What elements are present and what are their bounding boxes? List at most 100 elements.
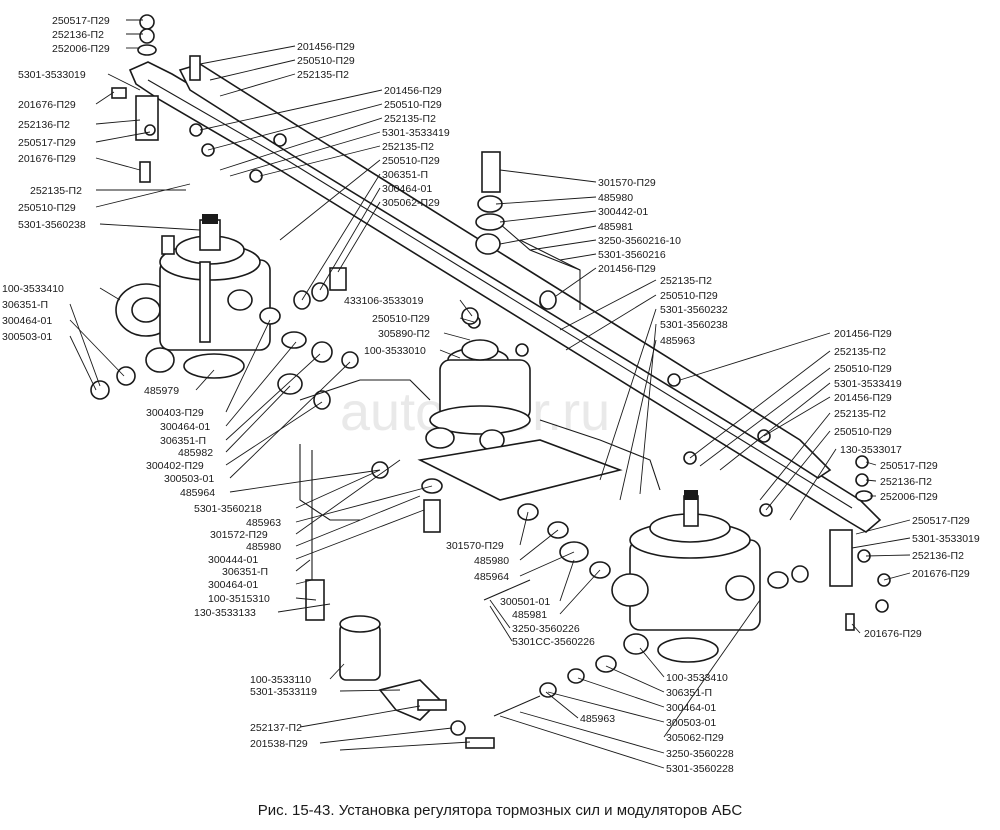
label-300503-01-c: 300503-01 bbox=[666, 717, 716, 729]
label-485980-c: 485980 bbox=[474, 555, 509, 567]
label-201456-p29-c: 201456-П29 bbox=[598, 263, 656, 275]
label-201456-p29-d: 201456-П29 bbox=[834, 328, 892, 340]
label-250510-p29-b: 250510-П29 bbox=[297, 55, 355, 67]
center-brake-regulator bbox=[417, 339, 623, 501]
label-252135-p2-d: 252135-П2 bbox=[382, 141, 434, 153]
label-300503-01-b: 300503-01 bbox=[164, 473, 214, 485]
label-250510-p29-f: 250510-П29 bbox=[660, 290, 718, 302]
label-485981: 485981 bbox=[598, 221, 633, 233]
label-300442-01: 300442-01 bbox=[598, 206, 648, 218]
label-201676-p29-d: 201676-П29 bbox=[864, 628, 922, 640]
label-300402-p29: 300402-П29 bbox=[146, 460, 204, 472]
label-250510-p29-e: 250510-П29 bbox=[372, 313, 430, 325]
part-labels: 250517-П29 252136-П2 252006-П29 5301-353… bbox=[2, 15, 980, 775]
label-252136-p2: 252136-П2 bbox=[52, 29, 104, 41]
label-305062-p29-b: 305062-П29 bbox=[666, 732, 724, 744]
label-5301-3560228: 5301-3560228 bbox=[666, 763, 734, 775]
label-100-3515310: 100-3515310 bbox=[208, 593, 270, 605]
label-250517-p29-c: 250517-П29 bbox=[880, 460, 938, 472]
label-250517-p29-d: 250517-П29 bbox=[912, 515, 970, 527]
label-252135-p2-g: 252135-П2 bbox=[834, 408, 886, 420]
label-201676-p29: 201676-П29 bbox=[18, 99, 76, 111]
label-305890-p2: 305890-П2 bbox=[378, 328, 430, 340]
label-433106-3533019: 433106-3533019 bbox=[344, 295, 424, 307]
label-250510-p29-h: 250510-П29 bbox=[834, 426, 892, 438]
label-250517-p29: 250517-П29 bbox=[52, 15, 110, 27]
frame-crossmember-upper bbox=[178, 63, 832, 479]
left-fittings bbox=[90, 267, 359, 410]
label-130-3533017: 130-3533017 bbox=[840, 444, 902, 456]
load-sensor-lever bbox=[305, 461, 495, 749]
label-250510-p29-d: 250510-П29 bbox=[382, 155, 440, 167]
label-201456-p29-b: 201456-П29 bbox=[384, 85, 442, 97]
label-252135-p2-b: 252135-П2 bbox=[297, 69, 349, 81]
right-abs-modulator bbox=[611, 490, 761, 663]
label-201538-p29: 201538-П29 bbox=[250, 738, 308, 750]
right-end-bracket bbox=[829, 455, 891, 631]
label-5301-3533019-b: 5301-3533019 bbox=[912, 533, 980, 545]
label-5301-3560238-b: 5301-3560238 bbox=[660, 319, 728, 331]
label-306351-p-d: 306351-П bbox=[222, 566, 268, 578]
label-5301-3533119: 5301-3533119 bbox=[250, 686, 317, 698]
label-300501-01: 300501-01 bbox=[500, 596, 550, 608]
label-485979: 485979 bbox=[144, 385, 179, 397]
label-130-3533133: 130-3533133 bbox=[194, 607, 256, 619]
label-5301-3533419-b: 5301-3533419 bbox=[834, 378, 902, 390]
label-5301-3560216: 5301-3560216 bbox=[598, 249, 666, 261]
label-250510-p29-g: 250510-П29 bbox=[834, 363, 892, 375]
label-300464-01: 300464-01 bbox=[382, 183, 432, 195]
label-252135-p2-e: 252135-П2 bbox=[660, 275, 712, 287]
leader-lines bbox=[69, 19, 911, 769]
label-250517-p29-b: 250517-П29 bbox=[18, 137, 76, 149]
label-252135-p2: 252135-П2 bbox=[30, 185, 82, 197]
label-300464-01-c: 300464-01 bbox=[160, 421, 210, 433]
label-5301-3533419: 5301-3533419 bbox=[382, 127, 450, 139]
label-3250-3560228: 3250-3560228 bbox=[666, 748, 734, 760]
figure-caption: Рис. 15-43. Установка регулятора тормозн… bbox=[258, 802, 743, 819]
label-485963-b: 485963 bbox=[246, 517, 281, 529]
label-5301cc-3560226: 5301СС-3560226 bbox=[512, 636, 595, 648]
label-201456-p29-e: 201456-П29 bbox=[834, 392, 892, 404]
label-250510-p29: 250510-П29 bbox=[18, 202, 76, 214]
label-300464-01-d: 300464-01 bbox=[208, 579, 258, 591]
label-3250-3560226: 3250-3560226 bbox=[512, 623, 580, 635]
label-252137-p2: 252137-П2 bbox=[250, 722, 302, 734]
label-301570-p29: 301570-П29 bbox=[598, 177, 656, 189]
label-485980: 485980 bbox=[598, 192, 633, 204]
label-252136-p2-b: 252136-П2 bbox=[18, 119, 70, 131]
label-252136-p2-c: 252136-П2 bbox=[880, 476, 932, 488]
label-5301-3560238: 5301-3560238 bbox=[18, 219, 86, 231]
label-100-3533110: 100-3533110 bbox=[250, 674, 311, 686]
label-300464-01-e: 300464-01 bbox=[666, 702, 716, 714]
label-485982: 485982 bbox=[178, 447, 213, 459]
label-305062-p29: 305062-П29 bbox=[382, 197, 440, 209]
label-100-3533410: 100-3533410 bbox=[2, 283, 64, 295]
label-300444-01: 300444-01 bbox=[208, 554, 258, 566]
label-252006-p29: 252006-П29 bbox=[52, 43, 110, 55]
label-252135-p2-f: 252135-П2 bbox=[834, 346, 886, 358]
label-201676-p29-b: 201676-П29 bbox=[18, 153, 76, 165]
label-5301-3533019: 5301-3533019 bbox=[18, 69, 86, 81]
label-306351-p-e: 306351-П bbox=[666, 687, 712, 699]
label-485980-b: 485980 bbox=[246, 541, 281, 553]
label-5301-3560218: 5301-3560218 bbox=[194, 503, 262, 515]
left-abs-modulator bbox=[115, 214, 271, 379]
label-252135-p2-c: 252135-П2 bbox=[384, 113, 436, 125]
label-201676-p29-c: 201676-П29 bbox=[912, 568, 970, 580]
label-252006-p29-b: 252006-П29 bbox=[880, 491, 938, 503]
label-252136-p2-d: 252136-П2 bbox=[912, 550, 964, 562]
label-3250-3560216-10: 3250-3560216-10 bbox=[598, 235, 681, 247]
label-301572-p29: 301572-П29 bbox=[210, 529, 268, 541]
label-300403-p29: 300403-П29 bbox=[146, 407, 204, 419]
label-306351-p-b: 306351-П bbox=[2, 299, 48, 311]
label-100-3533010: 100-3533010 bbox=[364, 345, 426, 357]
label-301570-p29-b: 301570-П29 bbox=[446, 540, 504, 552]
label-306351-p: 306351-П bbox=[382, 169, 428, 181]
label-100-3533410-b: 100-3533410 bbox=[666, 672, 728, 684]
label-485964-b: 485964 bbox=[474, 571, 509, 583]
label-485981-b: 485981 bbox=[512, 609, 547, 621]
label-306351-p-c: 306351-П bbox=[160, 435, 206, 447]
label-201456-p29: 201456-П29 bbox=[297, 41, 355, 53]
